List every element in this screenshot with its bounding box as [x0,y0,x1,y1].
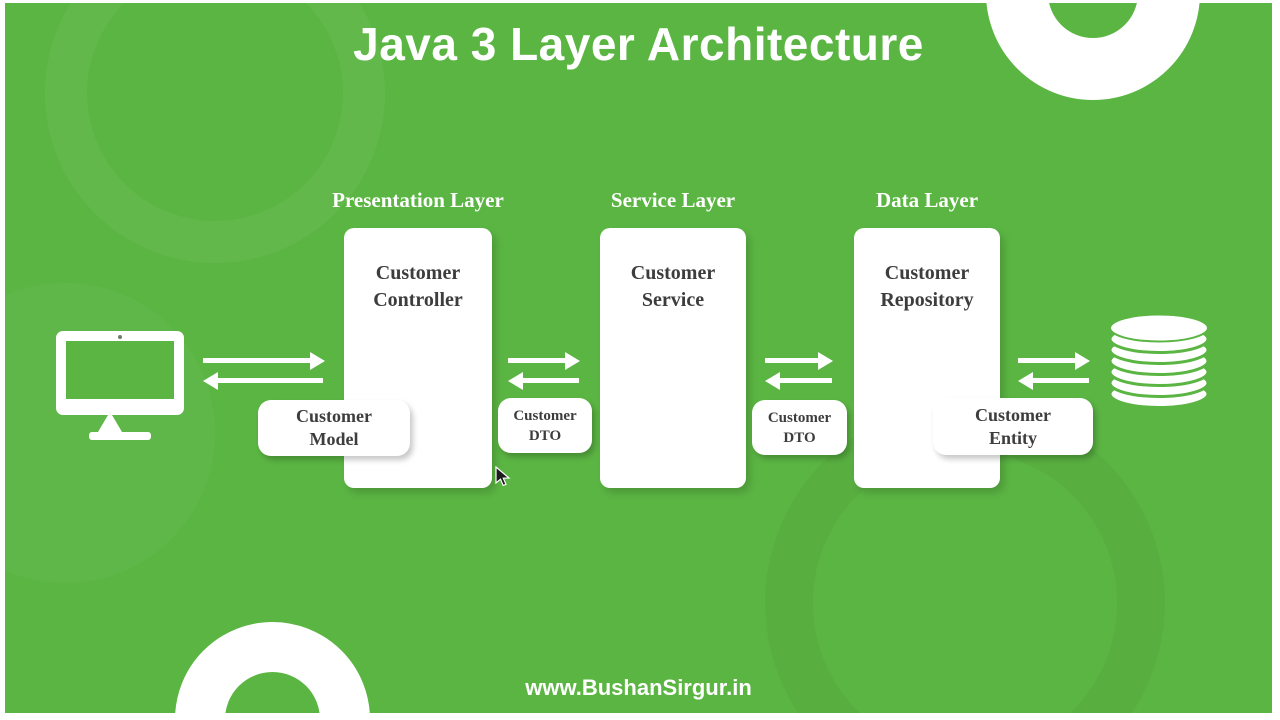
artifact-line: Entity [988,427,1037,448]
component-title: Customer Service [600,228,746,314]
monitor-stand [98,415,122,432]
website-watermark: www.BushanSirgur.in [525,675,752,700]
component-title: Customer Controller [344,228,492,314]
monitor-screen [66,341,174,399]
monitor-icon [56,331,184,443]
layer-label-data: Data Layer [875,188,979,212]
component-title: Customer Repository [854,228,1000,314]
arrow-right-controller-to-service [508,351,580,370]
artifact-line: Customer [767,409,832,426]
cursor-icon [495,466,511,487]
artifact-line: Model [309,429,359,449]
arrow-right-repository-to-database [1018,351,1090,370]
artifact-customer-dto-2: Customer DTO [752,400,847,455]
monitor-camera-dot [118,335,122,339]
layer-label-service: Service Layer [610,188,736,212]
database-icon [1108,313,1210,409]
artifact-customer-dto-1: Customer DTO [498,398,592,453]
component-line: Service [641,289,705,311]
slide-background: Java 3 Layer Architecture Presentation L… [5,3,1272,713]
arrow-right-service-to-repository [765,351,833,370]
artifact-line: DTO [783,429,816,446]
arrow-left-repository-to-service [765,371,832,390]
arrow-left-database-to-repository [1018,371,1089,390]
artifact-line: DTO [528,427,562,444]
component-line: Controller [373,289,463,311]
artifact-line: Customer [513,407,577,424]
component-box-customer-service: Customer Service [600,228,746,488]
component-line: Customer [375,262,461,284]
component-line: Repository [880,289,974,311]
artifact-line: Customer [975,404,1051,425]
artifact-customer-model: Customer Model [258,400,410,456]
artifact-customer-entity: Customer Entity [933,398,1093,455]
arrow-right-client-to-controller [203,351,325,370]
page-title: Java 3 Layer Architecture [353,18,924,70]
arrow-left-controller-to-client [203,371,323,390]
component-line: Customer [884,262,970,284]
layer-label-presentation: Presentation Layer [332,188,504,212]
artifact-line: Customer [296,406,372,426]
component-line: Customer [630,262,716,284]
arrow-left-service-to-controller [508,371,579,390]
monitor-base [89,432,151,440]
